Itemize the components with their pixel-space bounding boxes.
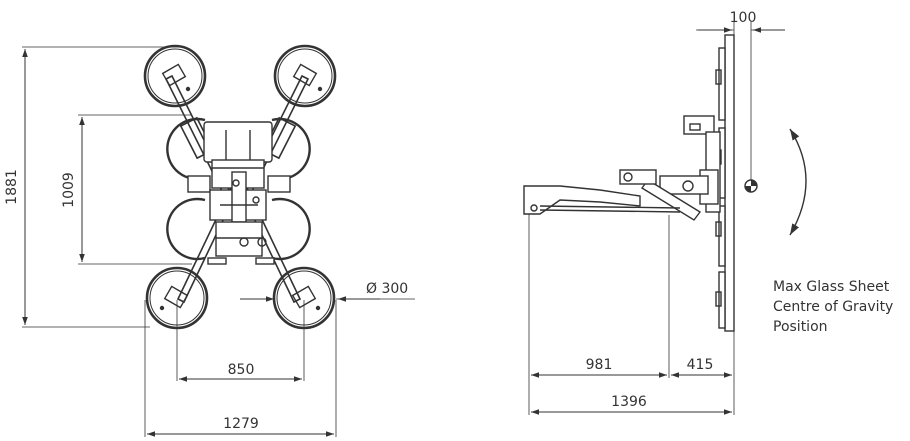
central-frame — [187, 121, 291, 265]
suction-pad-bottom-left — [145, 266, 209, 330]
lifting-arm — [523, 185, 681, 215]
suction-pad-bottom-right — [272, 266, 336, 330]
dim-850-label: 850 — [228, 362, 255, 378]
centre-of-gravity-icon — [744, 179, 758, 193]
suction-pad-top-right — [273, 44, 337, 108]
dim-981-label: 981 — [586, 357, 613, 373]
rotation-arrow-icon — [789, 128, 807, 236]
note-line-1: Max Glass Sheet — [773, 279, 890, 295]
suction-pad-top-left — [143, 44, 207, 108]
side-extension-lines — [528, 22, 785, 415]
dim-1009-label: 1009 — [61, 172, 77, 208]
centre-of-gravity-note: Max Glass Sheet Centre of Gravity Positi… — [773, 277, 893, 337]
dim-1279-label: 1279 — [223, 416, 259, 432]
side-view — [523, 22, 807, 415]
mounting-head — [619, 115, 721, 221]
front-extension-lines — [22, 46, 415, 437]
dim-100-label: 100 — [730, 10, 757, 26]
note-line-3: Position — [773, 319, 828, 335]
dim-415-label: 415 — [687, 357, 714, 373]
dim-300-label: Ø 300 — [366, 281, 408, 297]
dim-1396-label: 1396 — [611, 394, 647, 410]
vertical-pad-frame — [715, 34, 735, 332]
front-view — [22, 44, 415, 437]
dim-1881-label: 1881 — [4, 169, 20, 205]
note-line-2: Centre of Gravity — [773, 299, 894, 315]
